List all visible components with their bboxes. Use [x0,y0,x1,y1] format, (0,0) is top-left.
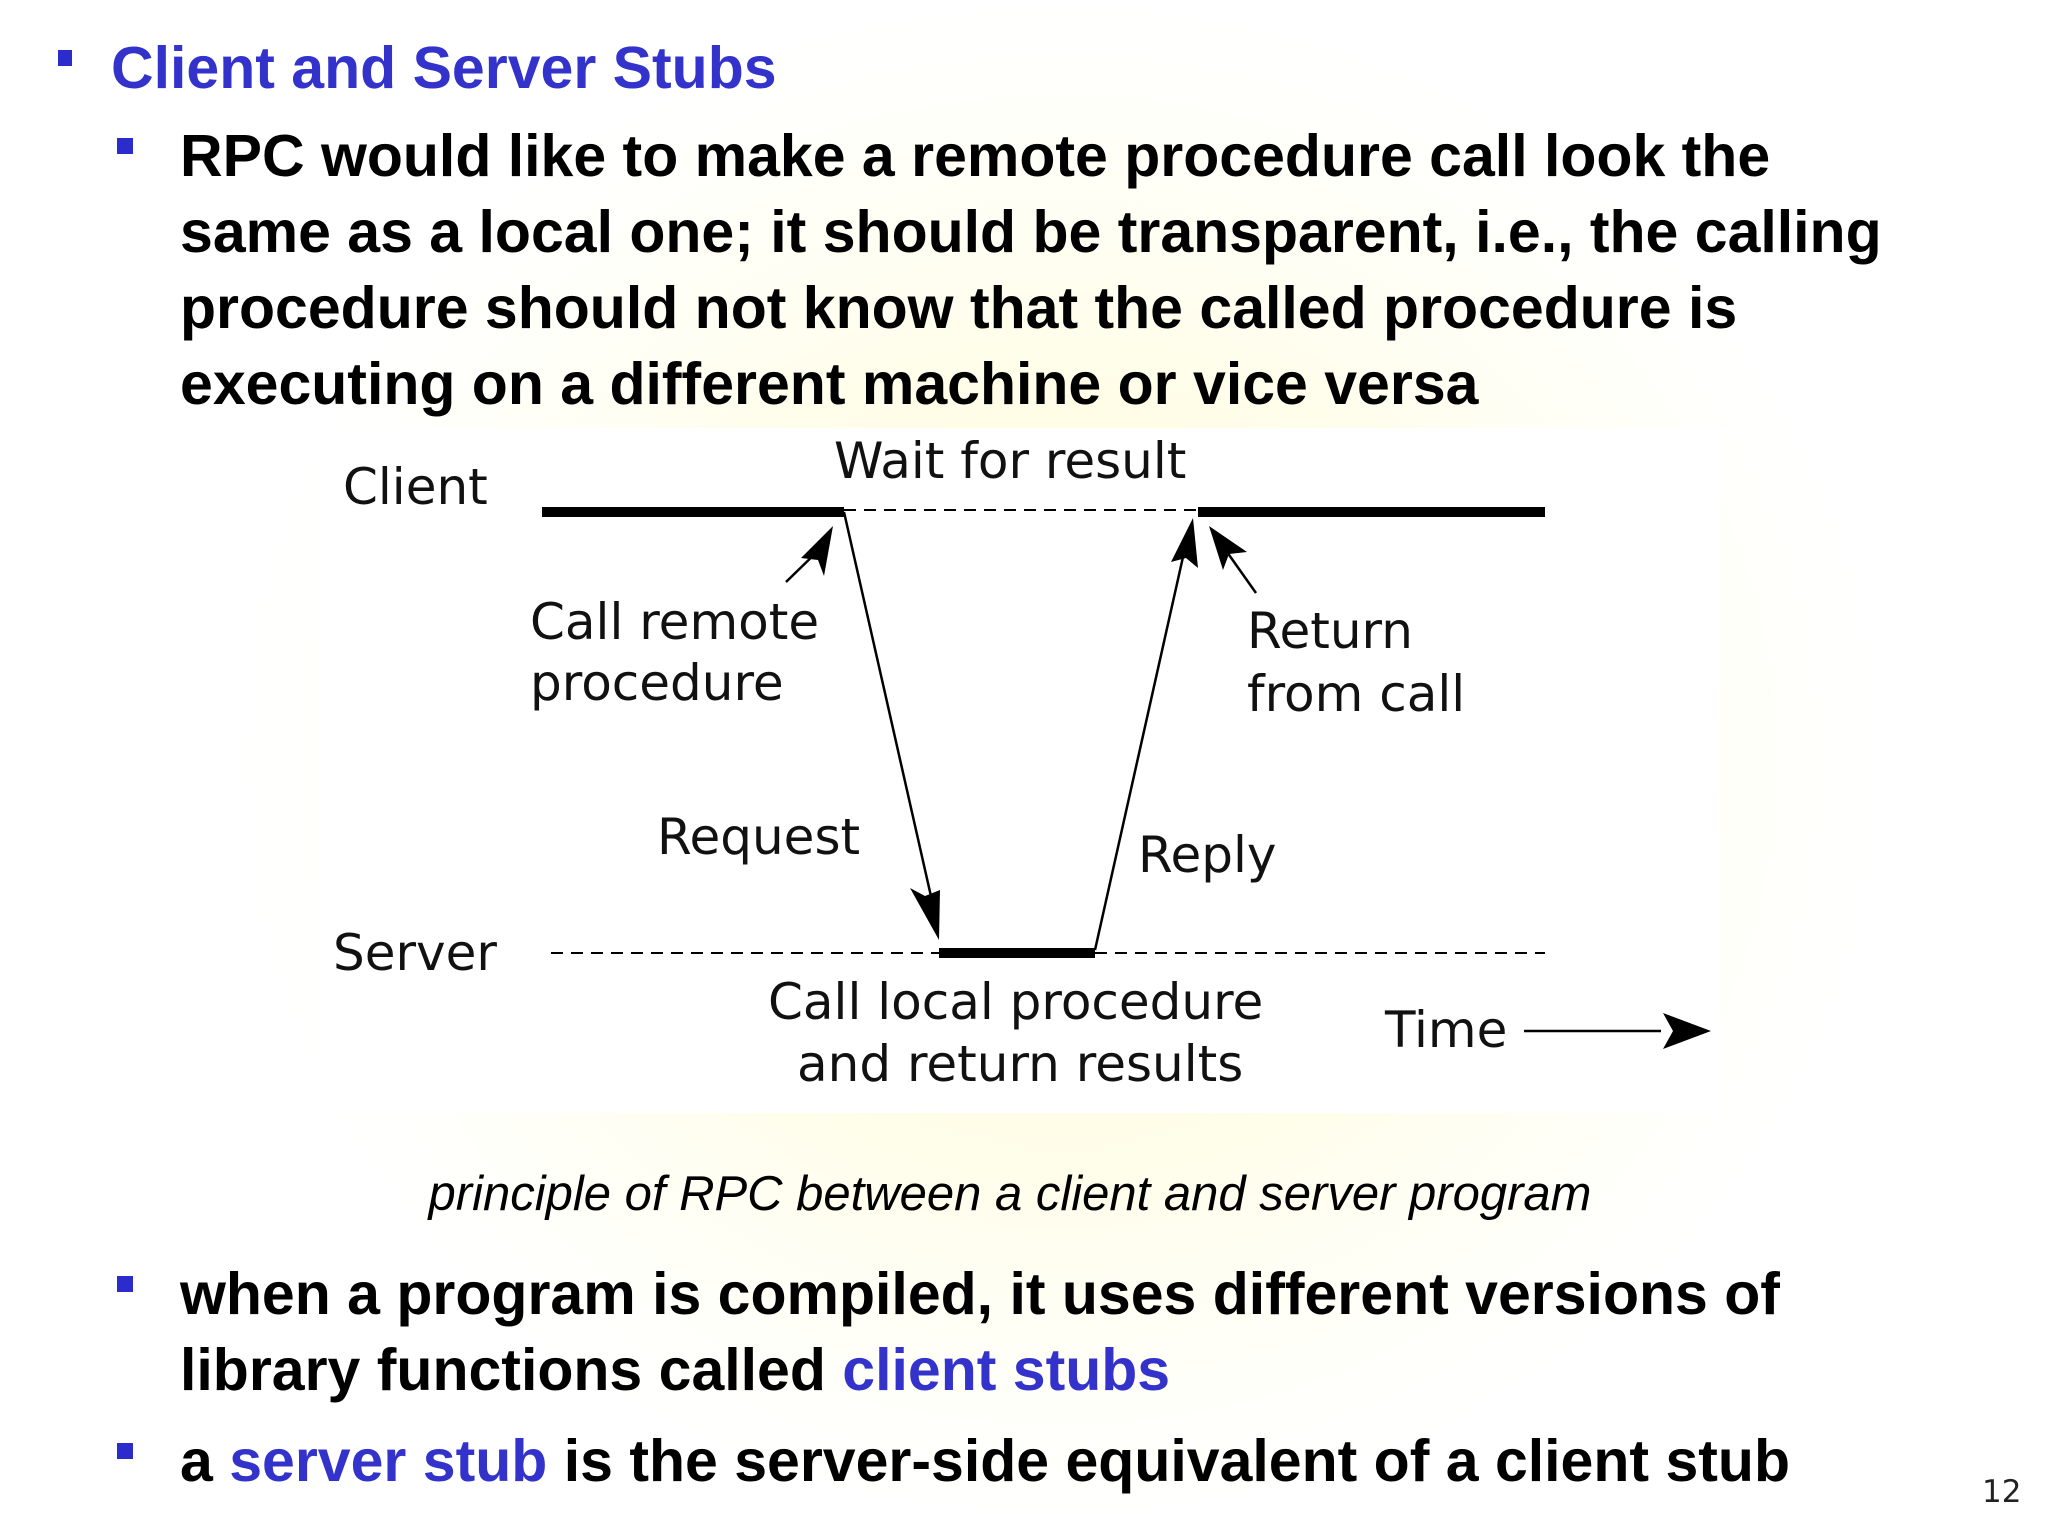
bullet-3-text: a server stub is the server-side equival… [180,1423,1790,1499]
page-number: 12 [1982,1474,2022,1510]
request-arrowhead-icon [910,888,940,940]
slide-title: Client and Server Stubs [111,35,777,101]
bullet-3-line-1: a server stub is the server-side equival… [180,1423,1790,1499]
bullet-1-icon [117,138,133,154]
bullet-2-line-2-prefix: library functions called [180,1337,843,1403]
bullet-1-line-2: same as a local one; it should be transp… [180,199,1882,265]
bullet-1-line-1: RPC would like to make a remote procedur… [180,123,1771,189]
call-remote-label-line-2: procedure [530,654,784,712]
time-arrowhead-icon [1663,1013,1711,1049]
call-local-label-line-2: and return results [797,1035,1243,1093]
bullet-2-icon [117,1276,133,1292]
return-pointer [1225,551,1258,594]
client-label: Client [343,458,488,516]
bullet-3-suffix: is the server-side equivalent of a clien… [547,1428,1790,1494]
bullet-3-icon [117,1443,133,1459]
reply-arrowhead-icon [1171,518,1198,568]
bullet-1-line-4: executing on a different machine or vice… [180,351,1479,417]
wait-for-result-label: Wait for result [834,432,1186,490]
request-label: Request [657,808,860,866]
bullet-1-line-3: procedure should not know that the calle… [180,275,1738,341]
diagram-caption: principle of RPC between a client and se… [428,1167,1592,1221]
bullet-1-text: RPC would like to make a remote procedur… [180,118,1882,422]
return-pointer-arrowhead-icon [1209,526,1247,570]
call-remote-pointer-arrowhead-icon [801,526,833,576]
time-label: Time [1384,1001,1507,1059]
title-bullet-icon [58,50,72,66]
server-label: Server [333,924,497,982]
reply-label: Reply [1138,826,1276,884]
client-stubs-term: client stubs [842,1337,1171,1403]
return-label-line-2: from call [1247,665,1465,723]
rpc-timeline-diagram: Client Server Wait for result Call remot… [321,428,1720,1113]
bullet-3-prefix: a [180,1428,230,1494]
bullet-2-line-1: when a program is compiled, it uses diff… [180,1261,1780,1327]
server-stub-term: server stub [229,1428,548,1494]
call-local-label-line-1: Call local procedure [768,973,1263,1031]
bullet-2-text: when a program is compiled, it uses diff… [180,1256,1780,1408]
return-label-line-1: Return [1247,602,1413,660]
bullet-2-line-2: library functions called client stubs [180,1332,1780,1408]
request-arrow [842,511,937,915]
call-remote-label-line-1: Call remote [530,593,819,651]
reply-arrow [1093,547,1187,951]
